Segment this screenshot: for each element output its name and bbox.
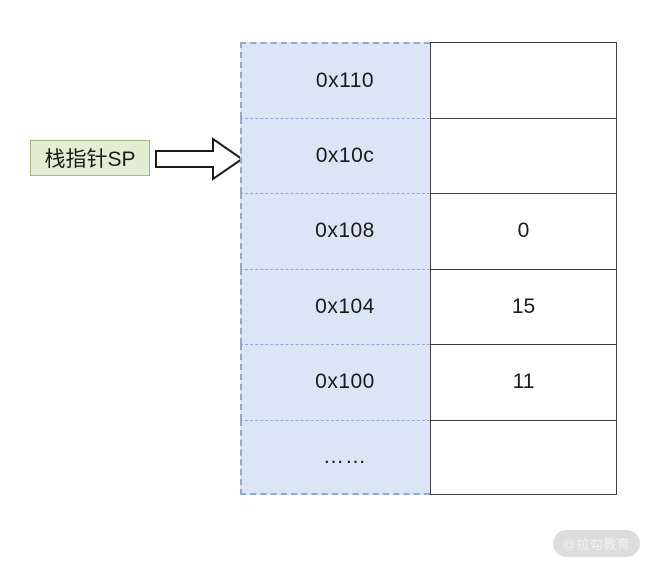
right-block-arrow-icon [155, 136, 244, 182]
stack-pointer-label: 栈指针SP [30, 140, 150, 176]
address-cell: 0x100 [240, 344, 430, 420]
value-cell: 0 [430, 193, 617, 269]
address-cell: 0x10c [240, 117, 430, 193]
value-cell [430, 419, 617, 495]
value-cell: 11 [430, 344, 617, 420]
address-cell: 0x108 [240, 193, 430, 269]
address-cell: 0x110 [240, 42, 430, 118]
value-cell [430, 117, 617, 193]
stack-memory-table: 0x110 0x10c 0x108 0 0x104 15 0x100 11 …… [240, 42, 617, 495]
value-cell: 15 [430, 268, 617, 344]
address-cell: …… [240, 419, 430, 495]
table-row: 0x10c [240, 117, 617, 193]
table-row: 0x110 [240, 42, 617, 118]
table-row: 0x100 11 [240, 344, 617, 420]
table-row: 0x104 15 [240, 268, 617, 344]
address-cell: 0x104 [240, 268, 430, 344]
value-cell [430, 42, 617, 118]
watermark: @拉勾教育 [553, 530, 640, 557]
table-row: 0x108 0 [240, 193, 617, 269]
table-row: …… [240, 419, 617, 495]
